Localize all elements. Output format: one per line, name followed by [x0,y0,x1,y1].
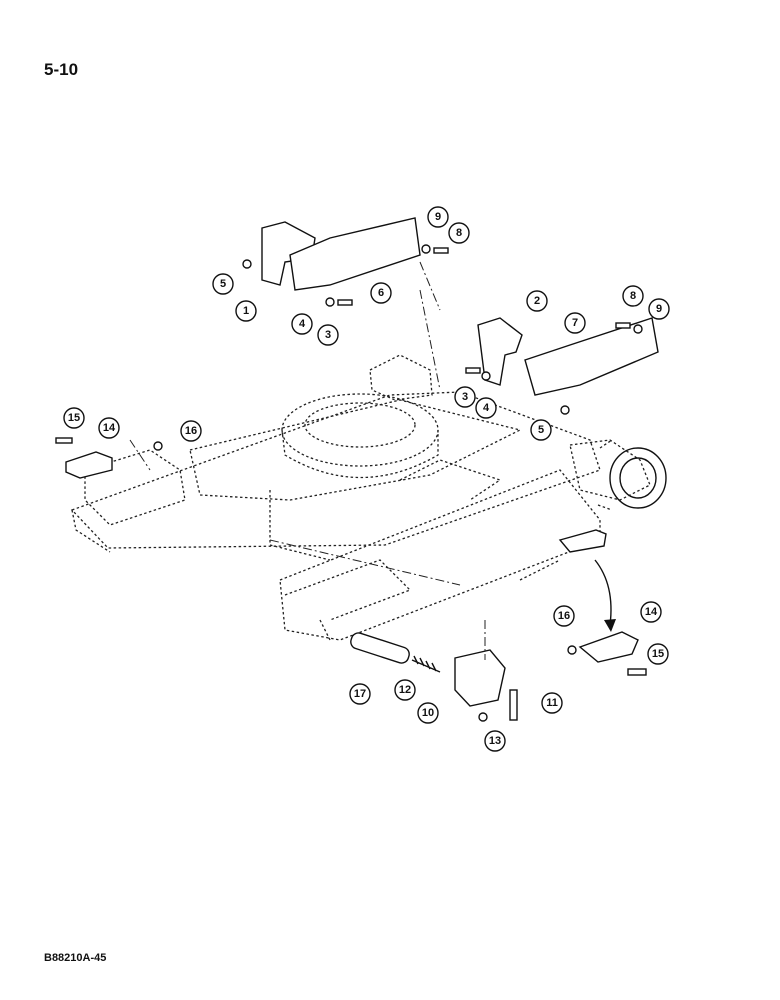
svg-text:7: 7 [572,317,578,329]
callout-4: 4 [475,397,497,419]
callout-15: 15 [647,643,669,665]
callout-1: 1 [235,300,257,322]
callout-5: 5 [212,273,234,295]
callout-13: 13 [484,730,506,752]
svg-text:5: 5 [220,278,226,290]
callout-11: 11 [541,692,563,714]
callout-15: 15 [63,407,85,429]
hardware [55,244,647,722]
callout-17: 17 [349,683,371,705]
spring-12 [411,655,441,673]
bolt-11 [509,689,518,721]
svg-text:8: 8 [630,290,636,302]
svg-text:9: 9 [656,303,662,315]
figure-code: B88210A-45 [44,952,107,964]
transfer-arrowhead [604,619,616,632]
guard-bracket-2 [477,317,523,386]
svg-text:5: 5 [538,424,544,436]
svg-text:3: 3 [325,329,331,341]
callout-6: 6 [370,282,392,304]
svg-text:14: 14 [645,606,658,618]
track-guard-6 [289,217,421,291]
callout-4: 4 [291,313,313,335]
callouts: 1 2 3 3 4 4 5 5 6 7 8 8 9 9 10 11 12 13 … [63,206,670,752]
callout-5: 5 [530,419,552,441]
undercarriage-frame [70,354,651,641]
callout-3: 3 [317,324,339,346]
callout-14: 14 [98,417,120,439]
page-number: 5-10 [44,60,79,79]
callout-12: 12 [394,679,416,701]
pin-17 [350,632,410,664]
svg-text:8: 8 [456,227,462,239]
svg-text:9: 9 [435,211,441,223]
track-guard-7 [524,317,659,396]
svg-text:11: 11 [546,697,558,709]
svg-text:16: 16 [185,425,197,437]
track-guide-removed [558,529,607,553]
svg-text:16: 16 [558,610,570,622]
svg-text:13: 13 [489,735,501,747]
svg-text:3: 3 [462,391,468,403]
callout-16: 16 [553,605,575,627]
callout-9: 9 [427,206,449,228]
svg-text:4: 4 [299,318,306,330]
callout-3: 3 [454,386,476,408]
callout-8: 8 [622,285,644,307]
transfer-arrow [594,559,612,626]
roller-guard-10 [454,649,506,707]
track-guide-14-left [65,451,113,479]
svg-text:15: 15 [652,648,664,660]
svg-text:10: 10 [422,707,434,719]
callout-7: 7 [564,312,586,334]
svg-text:4: 4 [483,402,490,414]
svg-text:14: 14 [103,422,116,434]
callout-2: 2 [526,290,548,312]
callout-14: 14 [640,601,662,623]
callout-10: 10 [417,702,439,724]
svg-text:12: 12 [399,684,411,696]
svg-text:15: 15 [68,412,80,424]
callout-8: 8 [448,222,470,244]
final-drive-sprocket [597,439,667,511]
leader-lines [129,261,486,660]
callout-16: 16 [180,420,202,442]
track-guide-14-right [578,631,639,663]
svg-text:6: 6 [378,287,384,299]
svg-text:17: 17 [354,688,366,700]
callout-9: 9 [648,298,670,320]
svg-text:2: 2 [534,295,540,307]
svg-text:1: 1 [243,305,249,317]
